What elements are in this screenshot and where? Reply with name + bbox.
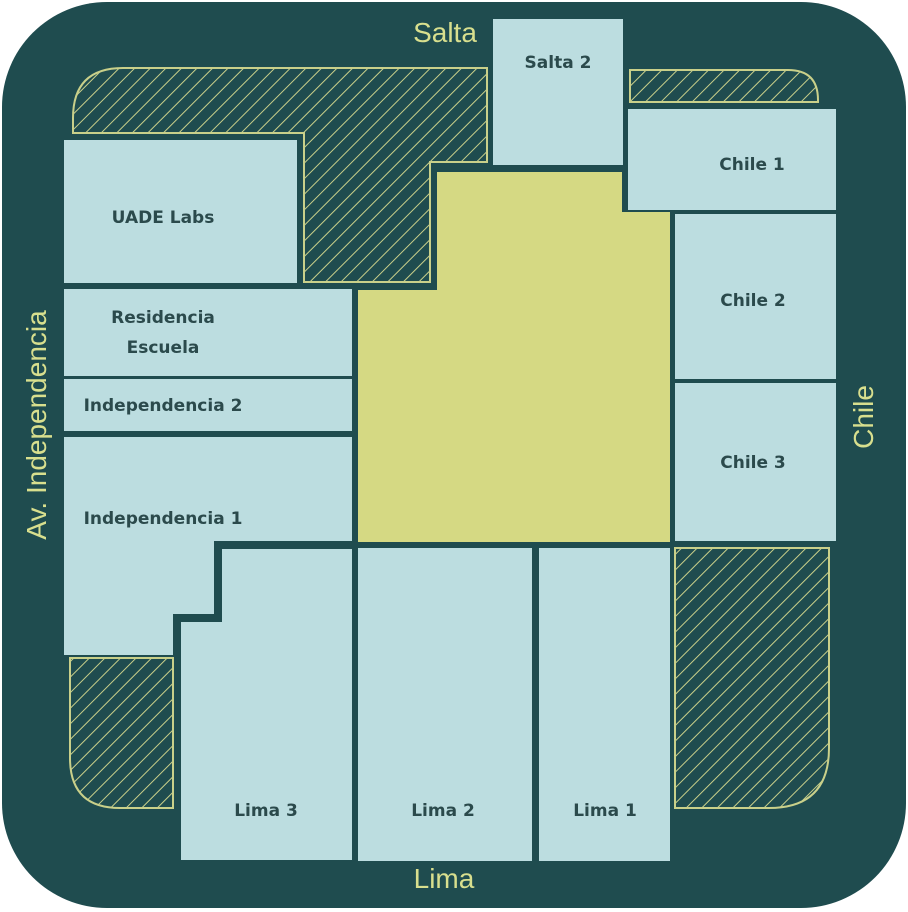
building-chile-1[interactable]: Chile 1 — [628, 109, 836, 210]
building-chile-2[interactable]: Chile 2 — [675, 214, 836, 379]
hatched-area-south-west — [69, 657, 174, 809]
building-residencia-label-line2: Escuela — [127, 338, 200, 358]
hatched-area-north-east — [629, 69, 819, 103]
building-chile-2-label: Chile 2 — [720, 291, 786, 311]
building-residencia-escuela[interactable]: Residencia Escuela — [64, 289, 352, 376]
building-uade-labs[interactable]: UADE Labs — [64, 140, 297, 283]
building-salta-2[interactable]: Salta 2 — [493, 19, 623, 165]
building-lima-1-label: Lima 1 — [573, 801, 637, 821]
building-independencia-2[interactable]: Independencia 2 — [64, 379, 352, 431]
street-label-av-independencia: Av. Independencia — [21, 310, 52, 540]
building-independencia-2-label: Independencia 2 — [84, 396, 243, 416]
building-chile-1-label: Chile 1 — [719, 155, 785, 175]
building-lima-3[interactable]: Lima 3 — [181, 549, 352, 860]
building-lima-2-label: Lima 2 — [411, 801, 475, 821]
building-independencia-1-label: Independencia 1 — [84, 509, 243, 529]
building-salta-2-label: Salta 2 — [525, 53, 592, 73]
street-label-lima: Lima — [414, 863, 475, 894]
street-label-salta: Salta — [413, 17, 477, 48]
hatched-area-south-east — [674, 547, 830, 809]
building-lima-2[interactable]: Lima 2 — [358, 548, 532, 861]
building-residencia-label-line1: Residencia — [111, 308, 215, 328]
building-lima-3-label: Lima 3 — [234, 801, 298, 821]
hatched-area-north-west — [72, 67, 488, 283]
central-courtyard — [358, 172, 670, 542]
building-uade-labs-label: UADE Labs — [112, 208, 215, 228]
building-chile-3[interactable]: Chile 3 — [675, 383, 836, 541]
building-chile-3-label: Chile 3 — [720, 453, 786, 473]
building-lima-1[interactable]: Lima 1 — [539, 548, 670, 861]
building-independencia-1[interactable]: Independencia 1 — [64, 437, 352, 655]
street-label-chile: Chile — [848, 385, 879, 449]
